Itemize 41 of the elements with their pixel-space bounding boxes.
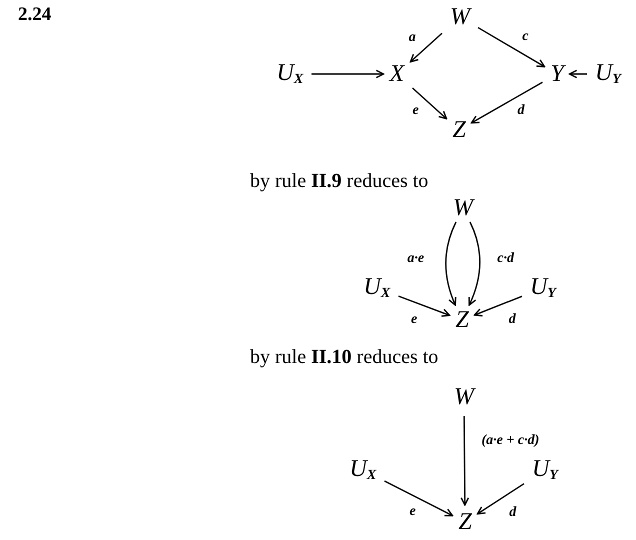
variable-label: U$_{Y}$ <box>528 274 558 302</box>
arrow <box>474 296 522 316</box>
variable-label: W <box>448 4 472 30</box>
arrow <box>468 222 480 306</box>
edge-label: d <box>508 312 516 327</box>
edge-label: e <box>410 505 416 520</box>
edge-label: c <box>522 30 528 44</box>
arrow <box>470 82 543 124</box>
caption-text: by rule II.10 reduces to <box>250 346 438 369</box>
arrow <box>412 87 448 120</box>
variable-label: Y <box>548 61 566 87</box>
variable-label: U$_{Y}$ <box>530 456 560 484</box>
caption-text: by rule II.9 reduces to <box>250 170 428 193</box>
variable-label: U$_{Y}$ <box>593 60 623 88</box>
variable-label: Z <box>450 117 468 143</box>
variable-label: U$_{X}$ <box>362 274 392 302</box>
edge-label: e <box>411 312 418 327</box>
arrow <box>445 222 457 306</box>
variable-label: Z <box>454 307 471 333</box>
variable-label: Z <box>456 509 474 535</box>
variable-label: W <box>451 195 475 221</box>
edge-label: d <box>518 104 524 118</box>
arrow <box>384 480 454 516</box>
arrow <box>398 295 450 317</box>
edge-label: e <box>412 104 419 118</box>
section-number: 2.24 <box>18 4 52 26</box>
variable-label: U$_{X}$ <box>274 60 306 88</box>
edge-label: c·d <box>497 252 514 266</box>
arrow <box>410 32 442 62</box>
arrow <box>476 483 524 515</box>
edge-label: a·e <box>407 252 424 266</box>
variable-label: X <box>388 61 406 87</box>
variable-label: U$_{X}$ <box>348 456 378 484</box>
arrow <box>460 416 470 506</box>
edge-label: (a·e + c·d) <box>482 434 540 448</box>
arrow <box>312 70 384 78</box>
variable-label: W <box>452 384 476 410</box>
edge-label: a <box>408 30 416 45</box>
arrow <box>568 70 587 78</box>
arrow <box>478 26 546 68</box>
edge-label: d <box>509 506 516 520</box>
